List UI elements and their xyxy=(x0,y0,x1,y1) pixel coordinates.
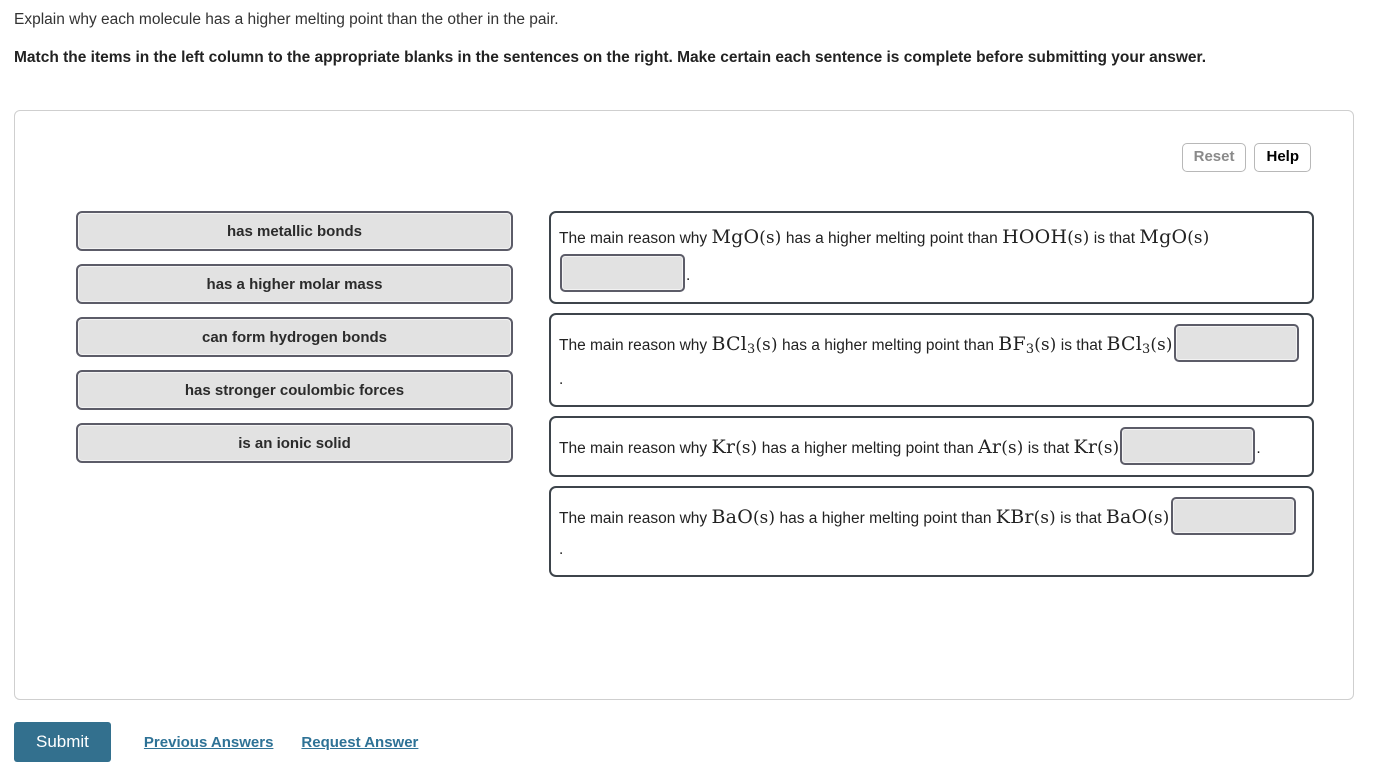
sentence-lead-1: The main reason why xyxy=(559,230,708,247)
sentence-lead-2: The main reason why xyxy=(559,337,708,354)
sentence-text-kr: The main reason why Kr(s) has a higher m… xyxy=(559,427,1300,466)
request-answer-link[interactable]: Request Answer xyxy=(301,733,419,751)
drop-zone-bcl3[interactable] xyxy=(1173,324,1299,362)
formula-hooh: HOOH(s) xyxy=(1002,226,1090,248)
panel-toolbar: Reset Help xyxy=(1181,143,1311,172)
formula-bao-restated: BaO(s) xyxy=(1105,506,1170,529)
formula-bao-subject: BaO(s) xyxy=(711,506,776,529)
bank-item-higher-molar-mass[interactable]: has a higher molar mass xyxy=(76,264,513,304)
formula-bf3: BF3(s) xyxy=(998,333,1057,358)
sentence-period-1: . xyxy=(686,267,691,284)
sentence-text-bcl3: The main reason why BCl3(s) has a higher… xyxy=(559,324,1300,395)
formula-kr-subject: Kr(s) xyxy=(711,436,758,459)
sentence-tail-2: is that xyxy=(1060,337,1103,354)
sentence-middle-4: has a higher melting point than xyxy=(779,510,992,528)
sentence-middle-3: has a higher melting point than xyxy=(761,440,974,458)
formula-kbr: KBr(s) xyxy=(995,506,1056,529)
answer-bank: has metallic bonds has a higher molar ma… xyxy=(76,211,513,476)
reset-button[interactable]: Reset xyxy=(1181,143,1247,172)
sentence-tail-4: is that xyxy=(1060,510,1102,528)
instruction-text: Match the items in the left column to th… xyxy=(14,49,1207,66)
sentence-list: The main reason why MgO(s) has a higher … xyxy=(549,211,1314,586)
formula-mgo-subject: MgO(s) xyxy=(711,226,782,248)
sentence-box-kr: The main reason why Kr(s) has a higher m… xyxy=(549,416,1314,478)
sentence-middle-2: has a higher melting point than xyxy=(781,337,994,354)
bank-item-hydrogen-bonds[interactable]: can form hydrogen bonds xyxy=(76,317,513,357)
bank-item-coulombic-forces[interactable]: has stronger coulombic forces xyxy=(76,370,513,410)
sentence-period-4: . xyxy=(559,541,564,559)
sentence-lead-4: The main reason why xyxy=(559,510,708,528)
sentence-box-bao: The main reason why BaO(s) has a higher … xyxy=(549,486,1314,578)
sentence-period-2: . xyxy=(559,371,564,389)
sentence-tail-1: is that xyxy=(1093,230,1136,247)
drop-zone-bao[interactable] xyxy=(1170,497,1296,536)
previous-answers-link[interactable]: Previous Answers xyxy=(143,733,274,751)
prompt-section: Explain why each molecule has a higher m… xyxy=(0,0,1384,70)
help-button[interactable]: Help xyxy=(1254,143,1311,172)
bank-item-metallic-bonds[interactable]: has metallic bonds xyxy=(76,211,513,251)
sentence-tail-3: is that xyxy=(1027,440,1070,458)
matching-columns: has metallic bonds has a higher molar ma… xyxy=(15,211,1353,681)
drop-zone-kr[interactable] xyxy=(1120,427,1256,466)
sentence-lead-3: The main reason why xyxy=(559,440,708,458)
sentence-text-mgo: The main reason why MgO(s) has a higher … xyxy=(559,222,1300,292)
sentence-box-mgo: The main reason why MgO(s) has a higher … xyxy=(549,211,1314,304)
formula-bcl3-restated: BCl3(s) xyxy=(1106,333,1173,358)
matching-activity-panel: Reset Help has metallic bonds has a high… xyxy=(14,110,1354,700)
formula-kr-restated: Kr(s) xyxy=(1073,436,1120,459)
formula-ar: Ar(s) xyxy=(978,436,1024,459)
bank-item-ionic-solid[interactable]: is an ionic solid xyxy=(76,423,513,463)
formula-bcl3-subject: BCl3(s) xyxy=(711,333,778,358)
drop-zone-mgo[interactable] xyxy=(560,254,685,292)
submit-button[interactable]: Submit xyxy=(14,722,111,762)
sentence-box-bcl3: The main reason why BCl3(s) has a higher… xyxy=(549,313,1314,408)
sentence-text-bao: The main reason why BaO(s) has a higher … xyxy=(559,497,1300,565)
formula-mgo-restated: MgO(s) xyxy=(1139,226,1210,248)
sentence-middle-1: has a higher melting point than xyxy=(785,230,998,247)
question-text: Explain why each molecule has a higher m… xyxy=(14,11,559,28)
footer-bar: Submit Previous Answers Request Answer xyxy=(14,722,418,762)
sentence-period-3: . xyxy=(1256,440,1261,458)
